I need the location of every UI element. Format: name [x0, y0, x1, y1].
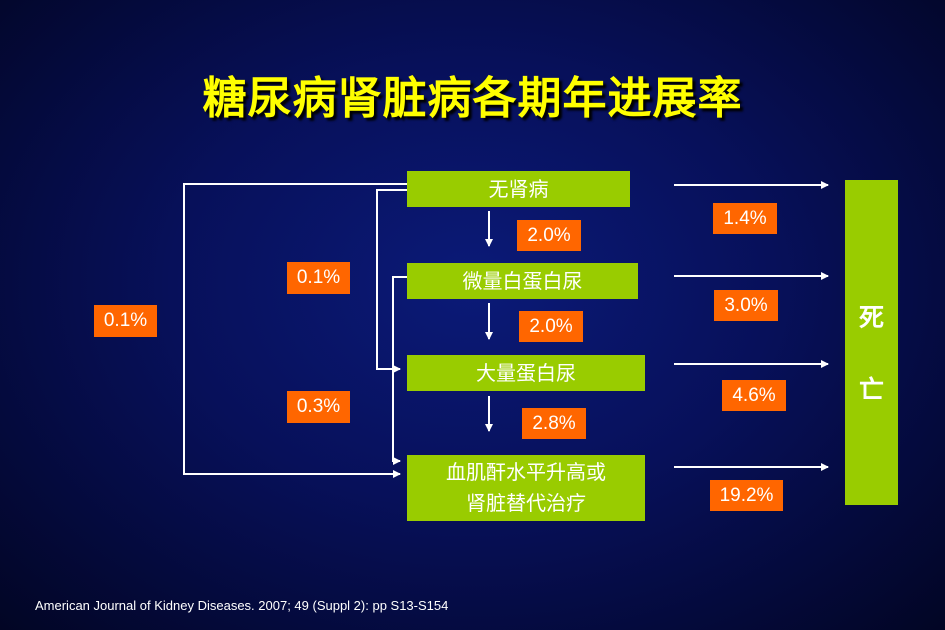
rate-s2-s3: 2.0%	[519, 311, 583, 342]
death-char-2: 亡	[858, 375, 884, 404]
death-char-1: 死	[858, 303, 884, 332]
rate-s2-s4: 0.3%	[287, 391, 350, 423]
stage-microalbuminuria: 微量白蛋白尿	[407, 263, 638, 299]
stage-label-line1: 血肌酐水平升高或	[446, 460, 606, 484]
stage-elevated-creatinine-or-rrt: 血肌酐水平升高或 肾脏替代治疗	[407, 455, 645, 521]
death-rate-s3: 4.6%	[722, 380, 786, 411]
skip-arrow-s1-s4	[183, 183, 407, 478]
skip-arrow-s1-s3	[376, 189, 407, 373]
stage-label: 无肾病	[488, 176, 549, 201]
rate-s1-s3: 0.1%	[287, 262, 350, 294]
death-box: 死 亡	[845, 180, 898, 505]
death-rate-s2: 3.0%	[714, 290, 778, 321]
skip-arrow-s2-s4	[392, 276, 407, 465]
stage-macroproteinuria: 大量蛋白尿	[407, 355, 645, 391]
death-rate-s1: 1.4%	[713, 203, 777, 234]
rate-s1-s2: 2.0%	[517, 220, 581, 251]
page-title: 糖尿病肾脏病各期年进展率	[202, 73, 743, 124]
stage-label: 微量白蛋白尿	[462, 268, 583, 293]
citation: American Journal of Kidney Diseases. 200…	[35, 598, 449, 613]
death-rate-s4: 19.2%	[710, 480, 783, 511]
rate-s1-s4: 0.1%	[94, 305, 157, 337]
stage-label-line2: 肾脏替代治疗	[466, 491, 586, 515]
stage-label: 大量蛋白尿	[476, 360, 576, 385]
rate-s3-s4: 2.8%	[522, 408, 586, 439]
stage-no-nephropathy: 无肾病	[407, 171, 630, 207]
